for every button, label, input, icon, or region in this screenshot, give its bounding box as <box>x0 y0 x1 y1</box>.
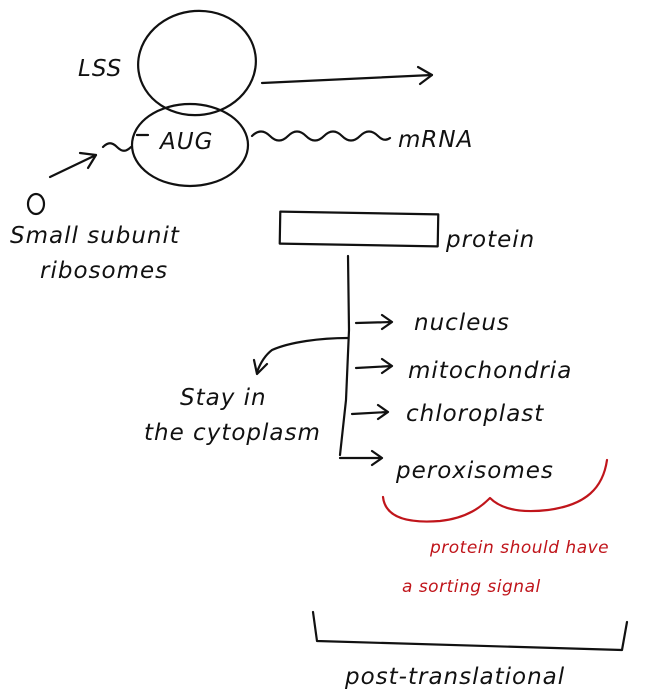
small-subunit-arrow-head <box>78 151 98 170</box>
small-subunit-label-1: Small subunit <box>10 223 180 249</box>
cytoplasm-branch <box>255 336 350 374</box>
mrna-strand <box>101 130 392 152</box>
protein-box <box>278 210 440 248</box>
peroxisomes-label: peroxisomes <box>395 458 554 484</box>
sorting-label-2: a sorting signal <box>402 577 541 597</box>
chloroplast-label: chloroplast <box>406 401 544 427</box>
cytoplasm-arrow-head <box>252 358 269 376</box>
aug-label: AUG <box>158 129 213 155</box>
small-subunit-circle <box>130 102 250 188</box>
small-subunit-label-2: ribosomes <box>40 258 168 284</box>
nucleus-arrow <box>354 313 394 331</box>
stay-label-1: Stay in <box>180 385 267 411</box>
mrna-label: mRNA <box>398 127 473 153</box>
ribosome-arrow <box>260 73 434 85</box>
nucleus-label: nucleus <box>414 310 510 336</box>
sorting-label-1: protein should have <box>429 538 609 558</box>
stay-label-2: the cytoplasm <box>144 420 321 446</box>
mitochondria-label: mitochondria <box>408 358 572 384</box>
mitochondria-arrow <box>354 357 394 375</box>
protein-label: protein <box>445 227 535 253</box>
post-translational-label: post-translational <box>344 664 565 690</box>
small-subunit-arrow <box>48 153 98 179</box>
sorting-brace <box>381 458 609 523</box>
sorting-trunk <box>338 254 351 457</box>
lss-label: LSS <box>78 56 122 82</box>
peroxisomes-arrow <box>338 449 384 467</box>
ribosome-arrow-head <box>416 65 434 86</box>
large-subunit-circle <box>137 9 257 117</box>
chloroplast-arrow <box>350 403 390 421</box>
free-small-subunit <box>26 192 46 216</box>
post-translational-bracket <box>311 610 629 652</box>
